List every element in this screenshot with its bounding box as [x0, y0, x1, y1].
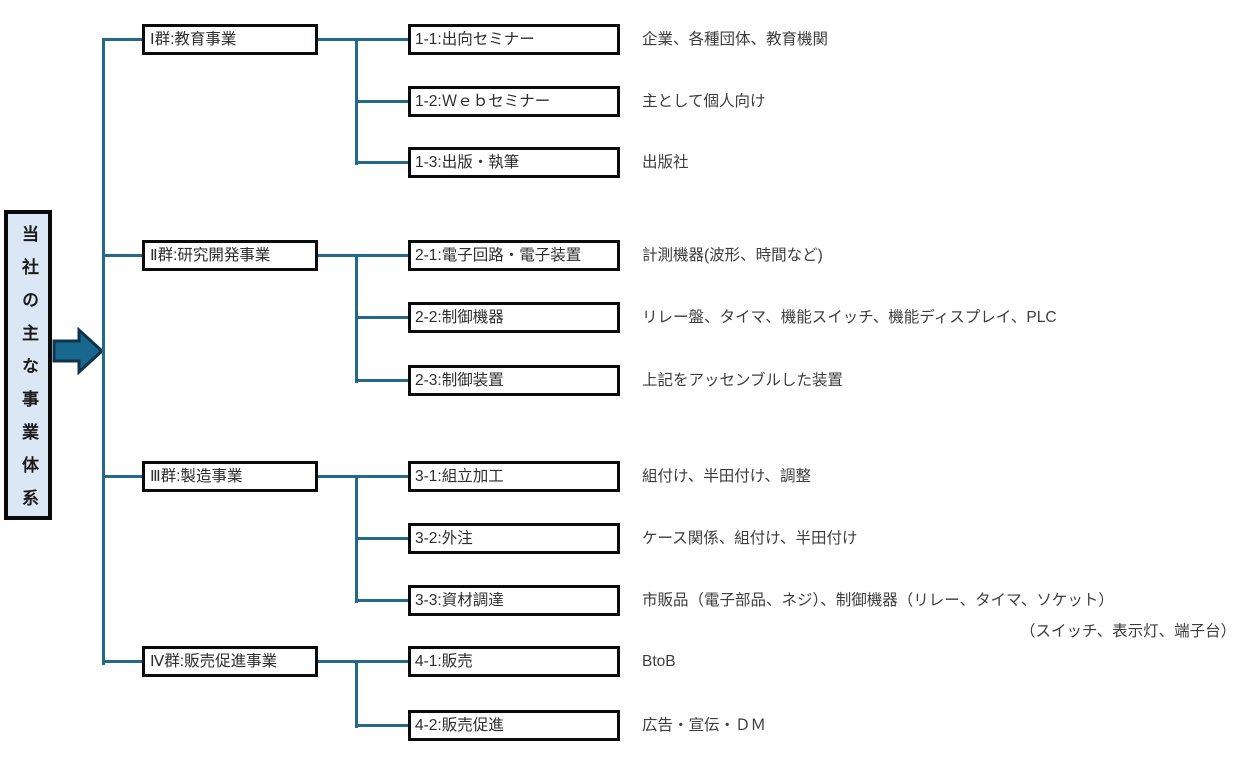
item-label-1-3: 1-3:出版・執筆	[415, 154, 520, 171]
desc-3-2: ケース関係、組付け、半田付け	[642, 530, 858, 547]
item-label-1-1: 1-1:出向セミナー	[415, 31, 535, 48]
item-label-1-2: 1-2:Ｗｅｂセミナー	[415, 93, 551, 110]
desc-3-1: 組付け、半田付け、調整	[642, 468, 811, 485]
desc-1-2: 主として個人向け	[642, 93, 766, 110]
item-box-3-2: 3-2:外注	[408, 523, 620, 554]
group-box-4: Ⅳ群:販売促進事業	[142, 646, 318, 677]
item-label-2-2: 2-2:制御機器	[415, 309, 504, 326]
group-label-4: Ⅳ群:販売促進事業	[150, 653, 278, 670]
item-box-3-3: 3-3:資材調達	[408, 585, 620, 616]
desc-3-3: 市販品（電子部品、ネジ）、制御機器（リレー、タイマ、ソケット）	[642, 592, 1114, 609]
desc-2-3: 上記をアッセンブルした装置	[642, 372, 844, 389]
item-box-4-1: 4-1:販売	[408, 646, 620, 677]
item-box-1-3: 1-3:出版・執筆	[408, 147, 620, 178]
group-box-3: Ⅲ群:製造事業	[142, 461, 318, 492]
item-label-4-2: 4-2:販売促進	[415, 717, 504, 734]
connector-group2-item1	[315, 254, 410, 257]
desc-1-3: 出版社	[642, 154, 689, 171]
connector-group1-item1	[315, 38, 410, 41]
item-box-3-1: 3-1:組立加工	[408, 461, 620, 492]
connector-trunk-group1	[102, 38, 144, 41]
connector-group4-item2	[355, 724, 410, 727]
item-label-3-1: 3-1:組立加工	[415, 468, 504, 485]
group-box-2: Ⅱ群:研究開発事業	[142, 240, 318, 271]
connector-trunk-group4	[102, 660, 144, 663]
group-label-3: Ⅲ群:製造事業	[150, 468, 243, 485]
item-box-2-2: 2-2:制御機器	[408, 302, 620, 333]
subtrunk-group4	[355, 660, 358, 728]
desc-3-3-line2: （スイッチ、表示灯、端子台）	[1020, 623, 1237, 640]
connector-trunk-group3	[102, 475, 144, 478]
right-arrow-icon	[52, 326, 105, 376]
desc-2-2: リレー盤、タイマ、機能スイッチ、機能ディスプレイ、PLC	[642, 309, 1057, 326]
item-label-2-1: 2-1:電子回路・電子装置	[415, 247, 582, 264]
trunk-line	[102, 38, 105, 665]
item-box-1-1: 1-1:出向セミナー	[408, 24, 620, 55]
title-text: 当社の主な事業体系	[19, 224, 38, 522]
connector-group1-item3	[355, 161, 410, 164]
item-label-3-3: 3-3:資材調達	[415, 592, 504, 609]
item-label-3-2: 3-2:外注	[415, 530, 473, 547]
desc-4-1: BtoB	[642, 653, 676, 670]
connector-trunk-group2	[102, 254, 144, 257]
item-label-2-3: 2-3:制御装置	[415, 372, 504, 389]
item-box-1-2: 1-2:Ｗｅｂセミナー	[408, 86, 620, 117]
connector-group3-item3	[355, 599, 410, 602]
group-label-2: Ⅱ群:研究開発事業	[150, 247, 271, 264]
connector-group3-item2	[355, 537, 410, 540]
item-label-4-1: 4-1:販売	[415, 653, 473, 670]
item-box-2-1: 2-1:電子回路・電子装置	[408, 240, 620, 271]
desc-1-1: 企業、各種団体、教育機関	[642, 31, 829, 48]
item-box-4-2: 4-2:販売促進	[408, 710, 620, 741]
title-box: 当社の主な事業体系	[4, 210, 52, 522]
desc-2-1: 計測機器(波形、時間など)	[642, 247, 823, 264]
group-label-1: Ⅰ群:教育事業	[150, 31, 237, 48]
connector-group2-item2	[355, 316, 410, 319]
item-box-2-3: 2-3:制御装置	[408, 365, 620, 396]
connector-group2-item3	[355, 379, 410, 382]
connector-group1-item2	[355, 100, 410, 103]
connector-group3-item1	[315, 475, 410, 478]
connector-group4-item1	[315, 660, 410, 663]
group-box-1: Ⅰ群:教育事業	[142, 24, 318, 55]
desc-4-2: 広告・宣伝・ＤＭ	[642, 717, 767, 734]
